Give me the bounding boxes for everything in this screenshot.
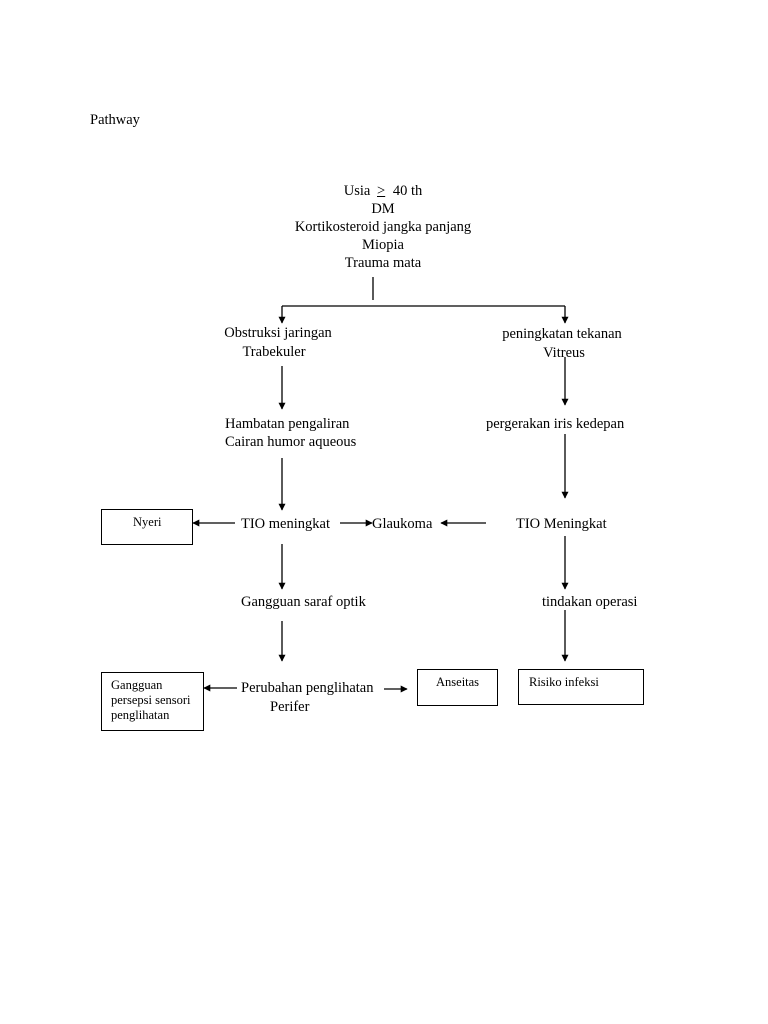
cause-trauma: Trauma mata: [344, 255, 422, 271]
cause-miopia: Miopia: [362, 237, 404, 253]
peningkatan-line2: Vitreus: [543, 345, 585, 361]
perubahan-line2: Perifer: [270, 699, 310, 715]
gangguan-saraf-optik: Gangguan saraf optik: [241, 594, 366, 610]
cause-usia: Usia > 40 th: [343, 183, 423, 199]
obstruksi-line1: Obstruksi jaringan: [224, 325, 332, 341]
glaukoma-node: Glaukoma: [372, 516, 433, 532]
tio-meningkat-left: TIO meningkat: [241, 516, 330, 532]
pergerakan-iris: pergerakan iris kedepan: [486, 416, 625, 432]
box-risiko-infeksi: Risiko infeksi: [518, 669, 644, 705]
hambatan-line1: Hambatan pengaliran: [225, 416, 350, 432]
greater-equal-symbol: >: [377, 183, 386, 199]
peningkatan-line1: peningkatan tekanan: [502, 326, 622, 342]
page-title: Pathway: [90, 112, 140, 128]
cause-kortikosteroid: Kortikosteroid jangka panjang: [294, 219, 472, 235]
obstruksi-line2: Trabekuler: [242, 344, 306, 360]
box-gangguan-persepsi: Gangguan persepsi sensori penglihatan: [101, 672, 204, 731]
box-anseitas: Anseitas: [417, 669, 498, 706]
tindakan-operasi: tindakan operasi: [542, 594, 638, 610]
hambatan-line2: Cairan humor aqueous: [225, 434, 357, 450]
tio-meningkat-right: TIO Meningkat: [516, 516, 607, 532]
cause-dm: DM: [371, 201, 395, 217]
causes-block: Usia > 40 th DM Kortikosteroid jangka pa…: [283, 182, 483, 272]
box-nyeri: Nyeri: [101, 509, 193, 545]
perubahan-line1: Perubahan penglihatan: [241, 680, 374, 696]
